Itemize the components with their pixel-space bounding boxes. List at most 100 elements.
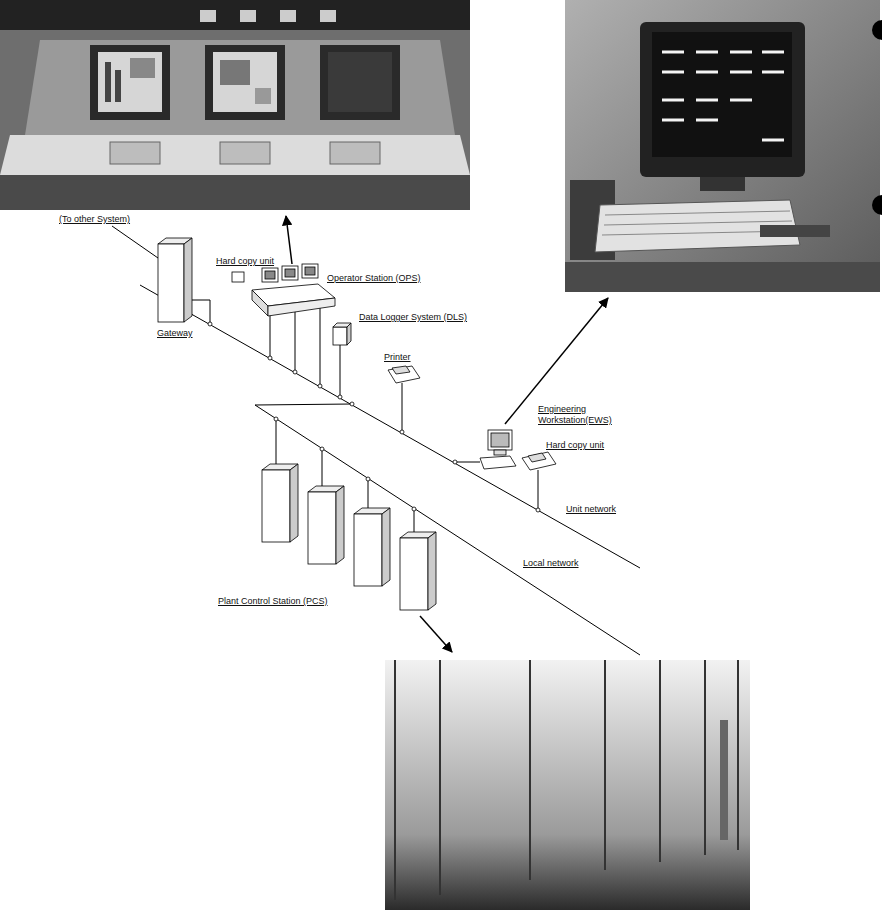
part-label: (To other System) — [58, 214, 131, 225]
drawing-part — [333, 327, 347, 345]
drawing-part — [394, 660, 396, 900]
drawing-part — [252, 290, 268, 316]
part-label: Hard copy unit — [215, 256, 275, 267]
drawing-part — [529, 660, 531, 880]
pointer-arrow — [420, 616, 452, 652]
drawing-part — [336, 486, 344, 564]
drawing-part — [115, 70, 121, 102]
drawing-part — [320, 447, 324, 451]
drawing-part — [696, 71, 718, 74]
drawing-part — [491, 433, 509, 447]
drawing-part — [700, 177, 745, 191]
drawing-part — [282, 266, 298, 280]
drawing-part — [280, 10, 296, 22]
drawing-part — [262, 268, 278, 282]
screen-menu — [662, 52, 784, 140]
part-label: Engineering Workstation(EWS) — [537, 404, 621, 426]
drawing-part — [110, 142, 160, 164]
drawing-part — [340, 345, 341, 397]
console-photo — [0, 0, 470, 210]
drawing-part — [354, 514, 382, 586]
edge-mark — [872, 20, 882, 40]
workstation-photo — [565, 0, 880, 292]
drawing-part — [347, 323, 351, 345]
drawing-part — [158, 244, 184, 322]
drawing-part — [439, 660, 441, 895]
drawing-part — [565, 262, 880, 292]
drawing-part — [130, 58, 155, 78]
drawing-part — [328, 52, 392, 112]
drawing-part — [295, 310, 296, 372]
drawing-part — [366, 477, 370, 481]
part-label: Plant Control Station (PCS) — [217, 596, 329, 607]
edge-mark — [872, 195, 882, 215]
drawing-part — [402, 383, 403, 432]
part-label: Unit network — [565, 504, 617, 515]
drawing-part — [322, 449, 323, 492]
part-label: Hard copy unit — [545, 440, 605, 451]
drawing-part — [320, 10, 336, 22]
drawing-part — [274, 417, 278, 421]
drawing-part — [308, 492, 336, 564]
part-label: Gateway — [156, 328, 194, 339]
drawing-part — [184, 238, 192, 322]
drawing-part — [290, 464, 298, 542]
drawing-part — [605, 211, 790, 215]
drawing-part — [240, 10, 256, 22]
drawing-part — [704, 660, 706, 855]
part-label: Operator Station (OPS) — [326, 273, 422, 284]
drawing-part — [200, 10, 216, 22]
part-label: Data Logger System (DLS) — [358, 312, 468, 323]
drawing-part — [604, 221, 792, 225]
drawing-part — [760, 225, 830, 237]
drawing-part — [488, 430, 512, 450]
drawing-part — [696, 99, 718, 102]
drawing-part — [268, 356, 272, 360]
drawing-part — [528, 453, 546, 462]
drawing-part — [330, 142, 380, 164]
data-logger — [333, 323, 351, 345]
drawing-part — [412, 507, 416, 511]
drawing-part — [265, 271, 275, 279]
drawing-part — [268, 298, 335, 316]
drawing-part — [220, 60, 250, 85]
drawing-part — [565, 0, 880, 292]
drawing-part — [320, 45, 400, 120]
drawing-part — [388, 366, 420, 383]
part-label: Printer — [383, 352, 412, 363]
drawing-part — [662, 51, 684, 54]
drawing-part — [762, 51, 784, 54]
drawing-part — [536, 508, 540, 512]
drawing-part — [737, 660, 739, 850]
drawing-part — [730, 71, 752, 74]
drawing-part — [762, 71, 784, 74]
drawing-part — [302, 264, 318, 278]
drawing-part — [662, 119, 684, 122]
cabinet-edges — [395, 660, 738, 900]
drawing-part — [604, 660, 606, 870]
drawing-part — [338, 395, 342, 399]
drawing-part — [382, 508, 390, 586]
drawing-part — [220, 142, 270, 164]
drawing-part — [262, 470, 290, 542]
drawing-part — [0, 0, 470, 210]
drawing-part — [662, 99, 684, 102]
drawing-part — [428, 532, 436, 610]
drawing-part — [90, 45, 170, 120]
drawing-part — [98, 52, 162, 112]
drawing-part — [730, 99, 752, 102]
drawing-part — [213, 52, 277, 112]
drawing-part — [112, 226, 158, 258]
drawing-part — [538, 470, 539, 510]
drawing-part — [318, 384, 322, 388]
drawing-part — [659, 660, 661, 862]
drawing-part — [385, 660, 750, 910]
drawing-part — [640, 22, 805, 177]
branch-wires — [112, 226, 538, 538]
gateway-cabinet — [158, 238, 192, 322]
drawing-part — [320, 305, 321, 386]
drawing-part — [696, 51, 718, 54]
drawing-part — [453, 460, 457, 464]
